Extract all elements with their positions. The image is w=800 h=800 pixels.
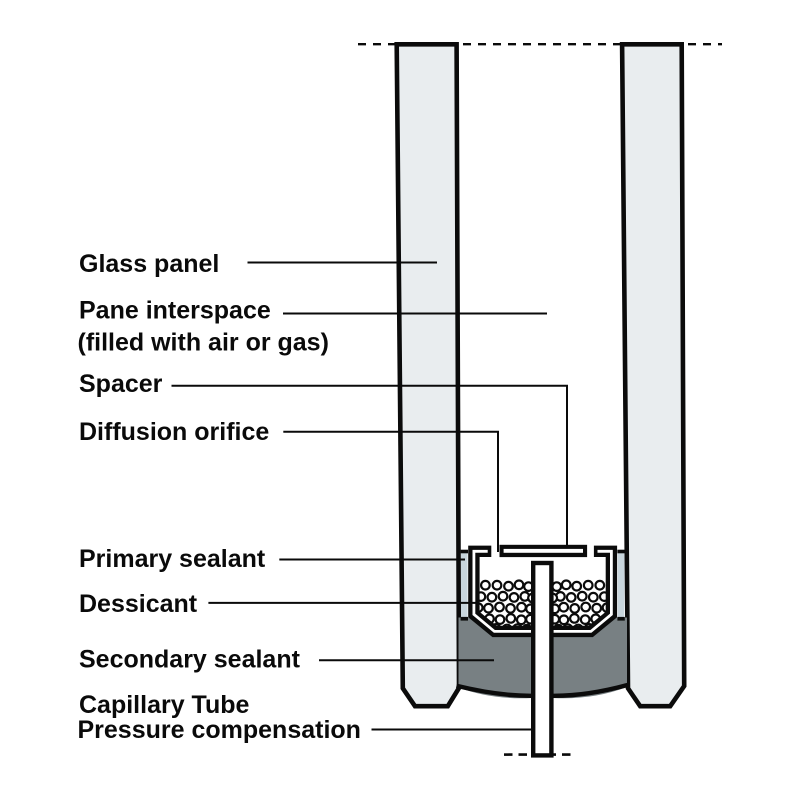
svg-text:Pressure compensation: Pressure compensation	[78, 716, 361, 744]
svg-text:Glass panel: Glass panel	[79, 250, 219, 278]
svg-text:Dessicant: Dessicant	[79, 590, 198, 618]
svg-text:Primary sealant: Primary sealant	[79, 545, 266, 573]
svg-text:Secondary sealant: Secondary sealant	[79, 645, 301, 673]
svg-text:Spacer: Spacer	[79, 370, 163, 398]
svg-text:(filled with air or gas): (filled with air or gas)	[78, 329, 329, 357]
svg-text:Diffusion orifice: Diffusion orifice	[79, 418, 269, 446]
svg-text:Pane interspace: Pane interspace	[79, 297, 271, 325]
svg-text:Capillary Tube: Capillary Tube	[79, 691, 250, 719]
